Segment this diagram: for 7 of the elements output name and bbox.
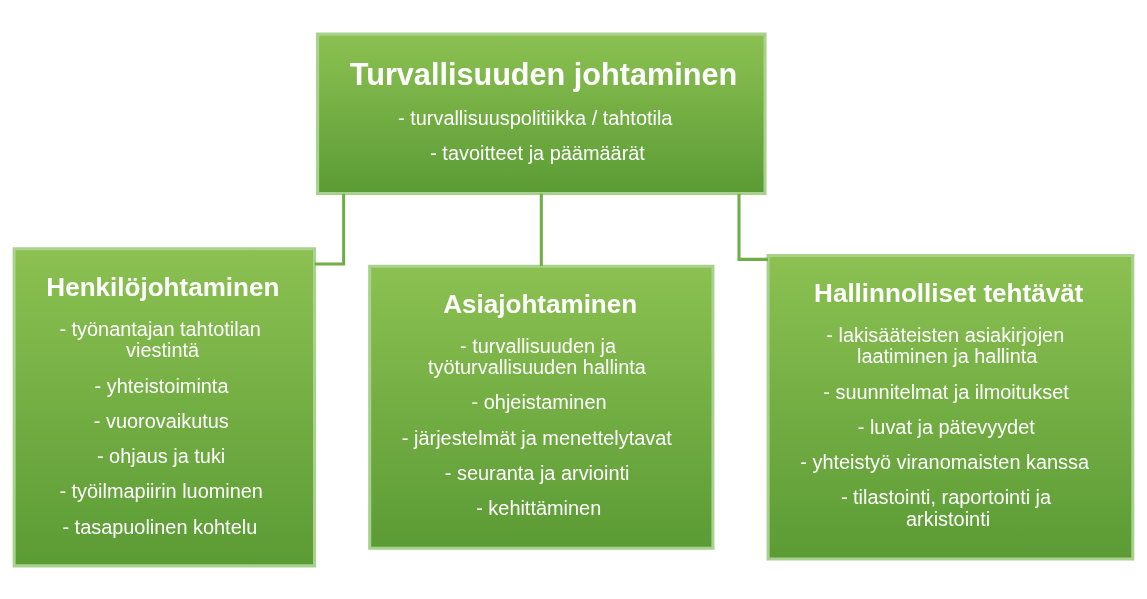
- node-box: Hallinnolliset tehtävät - lakisääteisten asiakirjojen laatiminen ja hallinta - suunnitelmat ja ilmoitukset - luvat ja pätevyydet - yhteistyö viranomaisten kanssa - tilastointi, raportointi ja arkistointi: [766, 253, 1135, 560]
- node-box: Asiajohtaminen - turvallisuuden ja työturvallisuuden hallinta - ohjeistaminen - järjestelmät ja menettelytavat - seuranta ja arviointi - kehittäminen: [368, 264, 715, 550]
- connector: [539, 193, 543, 266]
- node-box: Henkilöjohtaminen - työnantajan tahtotilan viestintä - yhteistoiminta - vuorovaikutus - ohjaus ja tuki - työilmapiirin luominen - tasapuolinen kohtelu: [12, 246, 317, 567]
- node-box: Turvallisuuden johtaminen - turvallisuuspolitiikka / tahtotila - tavoitteet ja päämäärät: [316, 32, 767, 195]
- connector: [314, 193, 346, 265]
- connector: [737, 193, 768, 261]
